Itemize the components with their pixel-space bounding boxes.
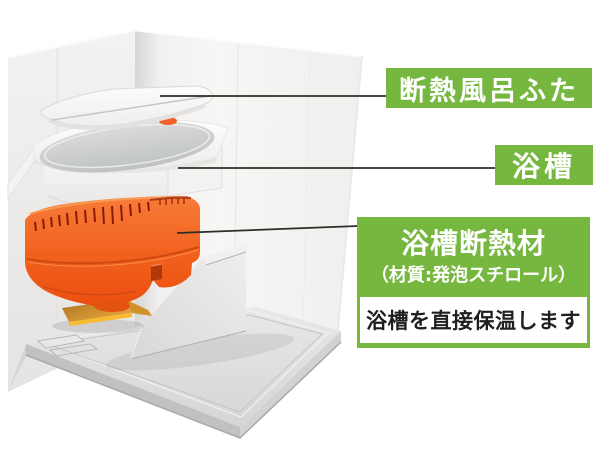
tub-label-text: 浴槽 xyxy=(511,150,576,183)
lid-label-text: 断熱風呂ふた xyxy=(399,75,579,107)
callout-lid-label: 断熱風呂ふた xyxy=(386,68,592,108)
callout-tub-label: 浴槽 xyxy=(495,145,593,185)
callout-insulation-label: 浴槽断熱材 （材質:発泡スチロール） 浴槽を直接保温します xyxy=(357,217,590,348)
insulation-label-text: 浴槽断熱材 xyxy=(400,227,546,260)
leader-lines xyxy=(160,95,495,234)
insulation-note: 浴槽を直接保温します xyxy=(360,297,587,343)
insulation-note-text: 浴槽を直接保温します xyxy=(366,309,581,333)
leader-line-insulation xyxy=(176,225,359,234)
tub-insulation-shell xyxy=(25,196,200,312)
bath-apron-panel xyxy=(105,244,295,371)
insulation-material-text: （材質:発泡スチロール） xyxy=(370,265,577,286)
